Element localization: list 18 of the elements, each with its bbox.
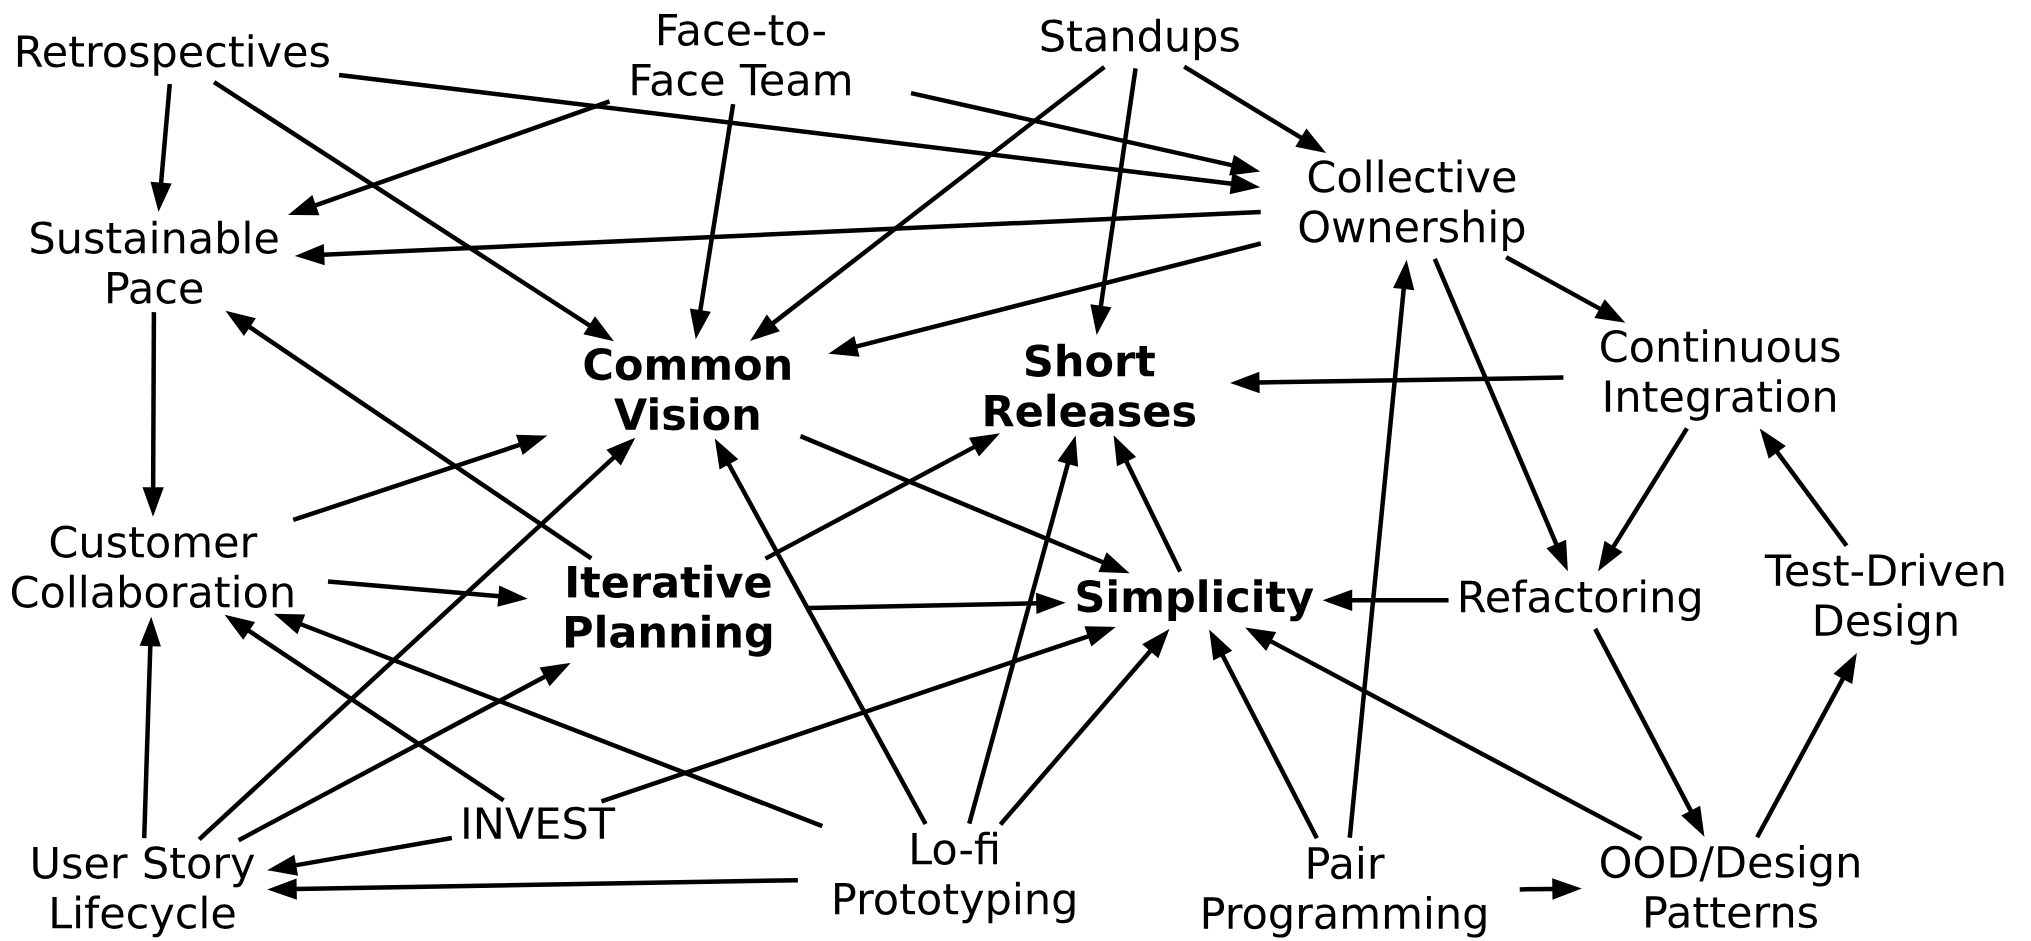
term-label: Lo-fi Prototyping — [835, 831, 1075, 924]
term-label: Pair Programming — [1203, 846, 1486, 938]
term-label: User Story Lifecycle — [33, 846, 255, 938]
term-label: Face-to-Face Team — [632, 14, 850, 96]
term-label: Simplicity — [1077, 579, 1314, 622]
term-label: OOD/Design Patterns — [1601, 844, 1859, 929]
term-label: Iterative Planning — [566, 564, 772, 657]
term-label: INVEST — [464, 806, 616, 840]
term-label: Short Releases — [985, 343, 1196, 427]
term-label: Refactoring — [1461, 579, 1700, 622]
term-label: Collective Ownership — [1299, 159, 1525, 252]
term-label: Continuous Integration — [1601, 329, 1840, 421]
term-label: Retrospectives — [17, 34, 329, 76]
term-label: Common Vision — [584, 347, 790, 431]
term-label: Test-Driven Design — [1764, 553, 2004, 645]
term-label: Customer Collaboration — [11, 525, 293, 608]
term-label: Sustainable Pace — [31, 220, 278, 304]
term-label: Standups — [1041, 18, 1239, 61]
